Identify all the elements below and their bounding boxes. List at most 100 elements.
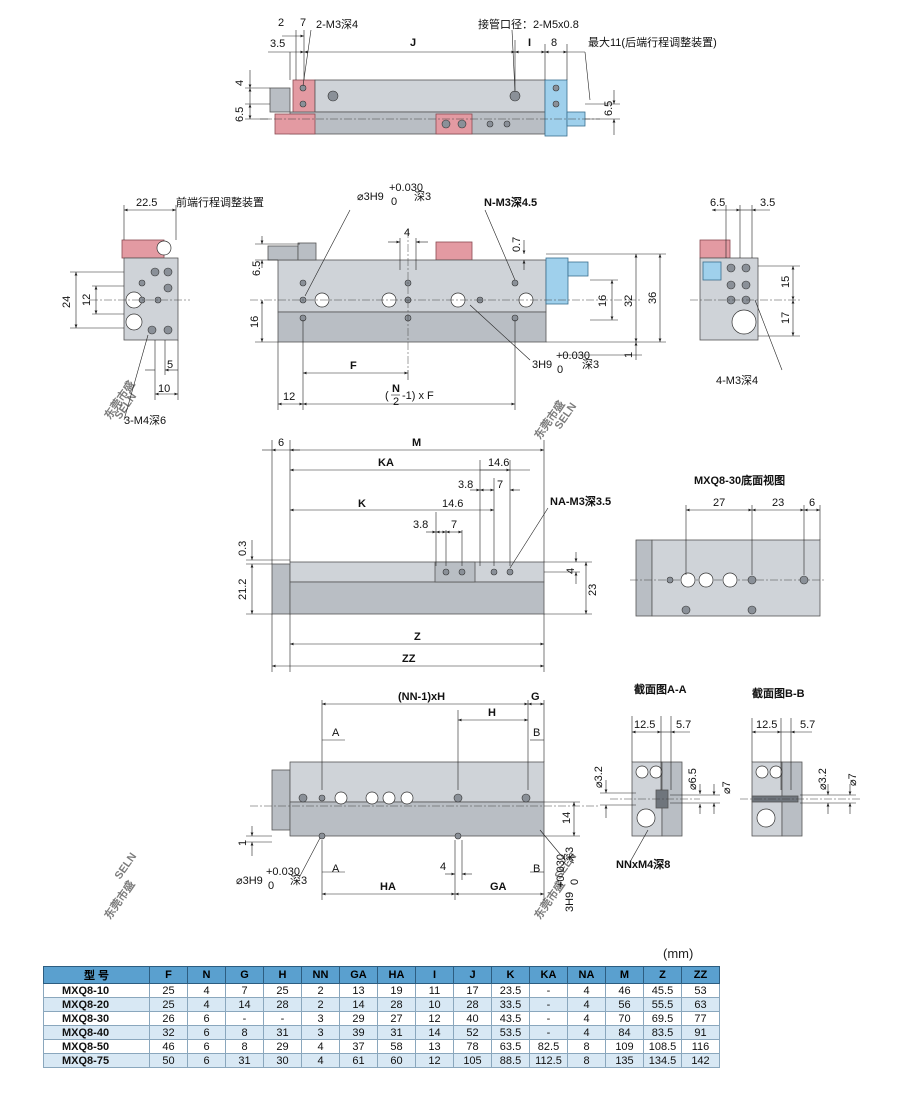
table-cell: 39 [339,1025,378,1040]
dim-label: 14 [561,812,573,824]
dim-label: 3.8 [458,479,473,491]
watermark-text: SELN [113,851,140,882]
table-header-cell: H [263,966,302,984]
mount-hole [509,90,521,102]
dim-label: 2-M3深4 [316,18,358,31]
table-cell: 25 [149,983,188,998]
mount-hole [327,90,339,102]
table-cell: 91 [681,1025,720,1040]
table-cell: 4 [567,1011,606,1026]
table-cell: 13 [339,983,378,998]
dim-label: 0 [569,879,581,885]
dim-label: A [332,727,340,739]
dim-label: KA [378,457,394,469]
table-cell: 4 [301,1039,340,1054]
table-cell: 10 [415,997,454,1012]
table-cell: 8 [567,1039,606,1054]
dim-label: 7 [451,519,457,531]
pink-block-mid [435,113,473,135]
unit-label: (mm) [663,946,694,961]
table-cell: 108.5 [643,1039,682,1054]
watermark-text: 东莞市盛 [101,878,138,922]
lower-side-view: (NN-1)xH G A H B 14 1 ⌀3H9 +0.030 0 深3 A… [236,691,600,912]
table-cell: 30 [263,1053,302,1068]
dim-label: NNxM4深8 [616,857,670,871]
dim-label: 5.7 [676,719,691,731]
model-cell: MXQ8-50 [43,1039,150,1054]
table-cell: - [529,1011,568,1026]
dim-label: A [332,863,340,875]
table-cell: 28 [377,997,416,1012]
table-cell: 17 [453,983,492,998]
table-cell: 135 [605,1053,644,1068]
model-cell: MXQ8-10 [43,983,150,998]
dim-label: 2 [393,396,399,408]
dim-label: 4 [565,568,577,574]
end-block [269,87,291,113]
dim-label: GA [490,881,507,893]
table-cell: 31 [263,1025,302,1040]
dim-label: 3.5 [760,197,775,209]
table-cell: 58 [377,1039,416,1054]
table-cell: 11 [415,983,454,998]
mount-hole [441,119,451,129]
table-header-cell: ZZ [681,966,720,984]
table-cell: 63.5 [491,1039,530,1054]
dim-label: 6 [809,497,815,509]
table-cell: 109 [605,1039,644,1054]
table-cell: 60 [377,1053,416,1068]
model-cell: MXQ8-20 [43,997,150,1012]
table-header-cell: NA [567,966,606,984]
dim-label: 8 [551,37,557,49]
dim-label: ⌀3.2 [593,766,605,788]
table-cell: 4 [187,983,226,998]
table-header-cell: KA [529,966,568,984]
dim-label: 10 [158,383,170,395]
table-cell: 50 [149,1053,188,1068]
dim-label: 4-M3深4 [716,374,758,387]
dim-label: 1 [237,840,249,846]
section-b-b: 截面图B-B 12.5 5.7 ⌀3.2 ⌀7 [740,686,860,837]
dim-label: 6.5 [251,261,263,276]
dim-label: 23 [772,497,784,509]
table-cell: 2 [301,983,340,998]
table-cell: - [529,1025,568,1040]
view-title: MXQ8-30底面视图 [694,473,785,487]
table-cell: 61 [339,1053,378,1068]
table-cell: 6 [187,1011,226,1026]
dim-label: 5 [167,359,173,371]
table-cell: 33.5 [491,997,530,1012]
dim-label: 0 [557,364,563,376]
dim-label: 21.2 [237,579,249,600]
table-cell: 56 [605,997,644,1012]
dim-label: ⌀7 [847,773,859,786]
mount-hole [486,120,494,128]
dim-label: 24 [61,296,73,308]
table-header-cell: N [187,966,226,984]
dim-label: 6 [278,437,284,449]
dim-label: +0.030 [555,854,567,888]
table-header-cell: M [605,966,644,984]
dim-label: 12 [283,391,295,403]
dim-label: J [410,37,416,49]
dim-label: 3H9 [532,359,552,371]
dim-label: 深3 [582,358,599,371]
table-cell: 3 [301,1025,340,1040]
table-cell: 43.5 [491,1011,530,1026]
table-cell: 45.5 [643,983,682,998]
table-cell: 12 [415,1053,454,1068]
table-cell: 28 [453,997,492,1012]
dim-label: 3.5 [270,38,285,50]
section-a-a: 截面图A-A 12.5 5.7 ⌀3.2 ⌀6.5 ⌀7 NNxM4深8 [593,682,733,871]
table-cell: 8 [225,1025,264,1040]
dim-label: 14.6 [442,498,463,510]
front-view: 6 M KA 14.6 3.8 7 K 14.6 3.8 7 NA-M3深3.5… [237,437,611,672]
dim-label: 23 [587,584,599,596]
dim-label: ⌀3H9 [236,875,263,887]
table-cell: 53.5 [491,1025,530,1040]
table-cell: - [529,983,568,998]
dim-label: K [358,498,366,510]
